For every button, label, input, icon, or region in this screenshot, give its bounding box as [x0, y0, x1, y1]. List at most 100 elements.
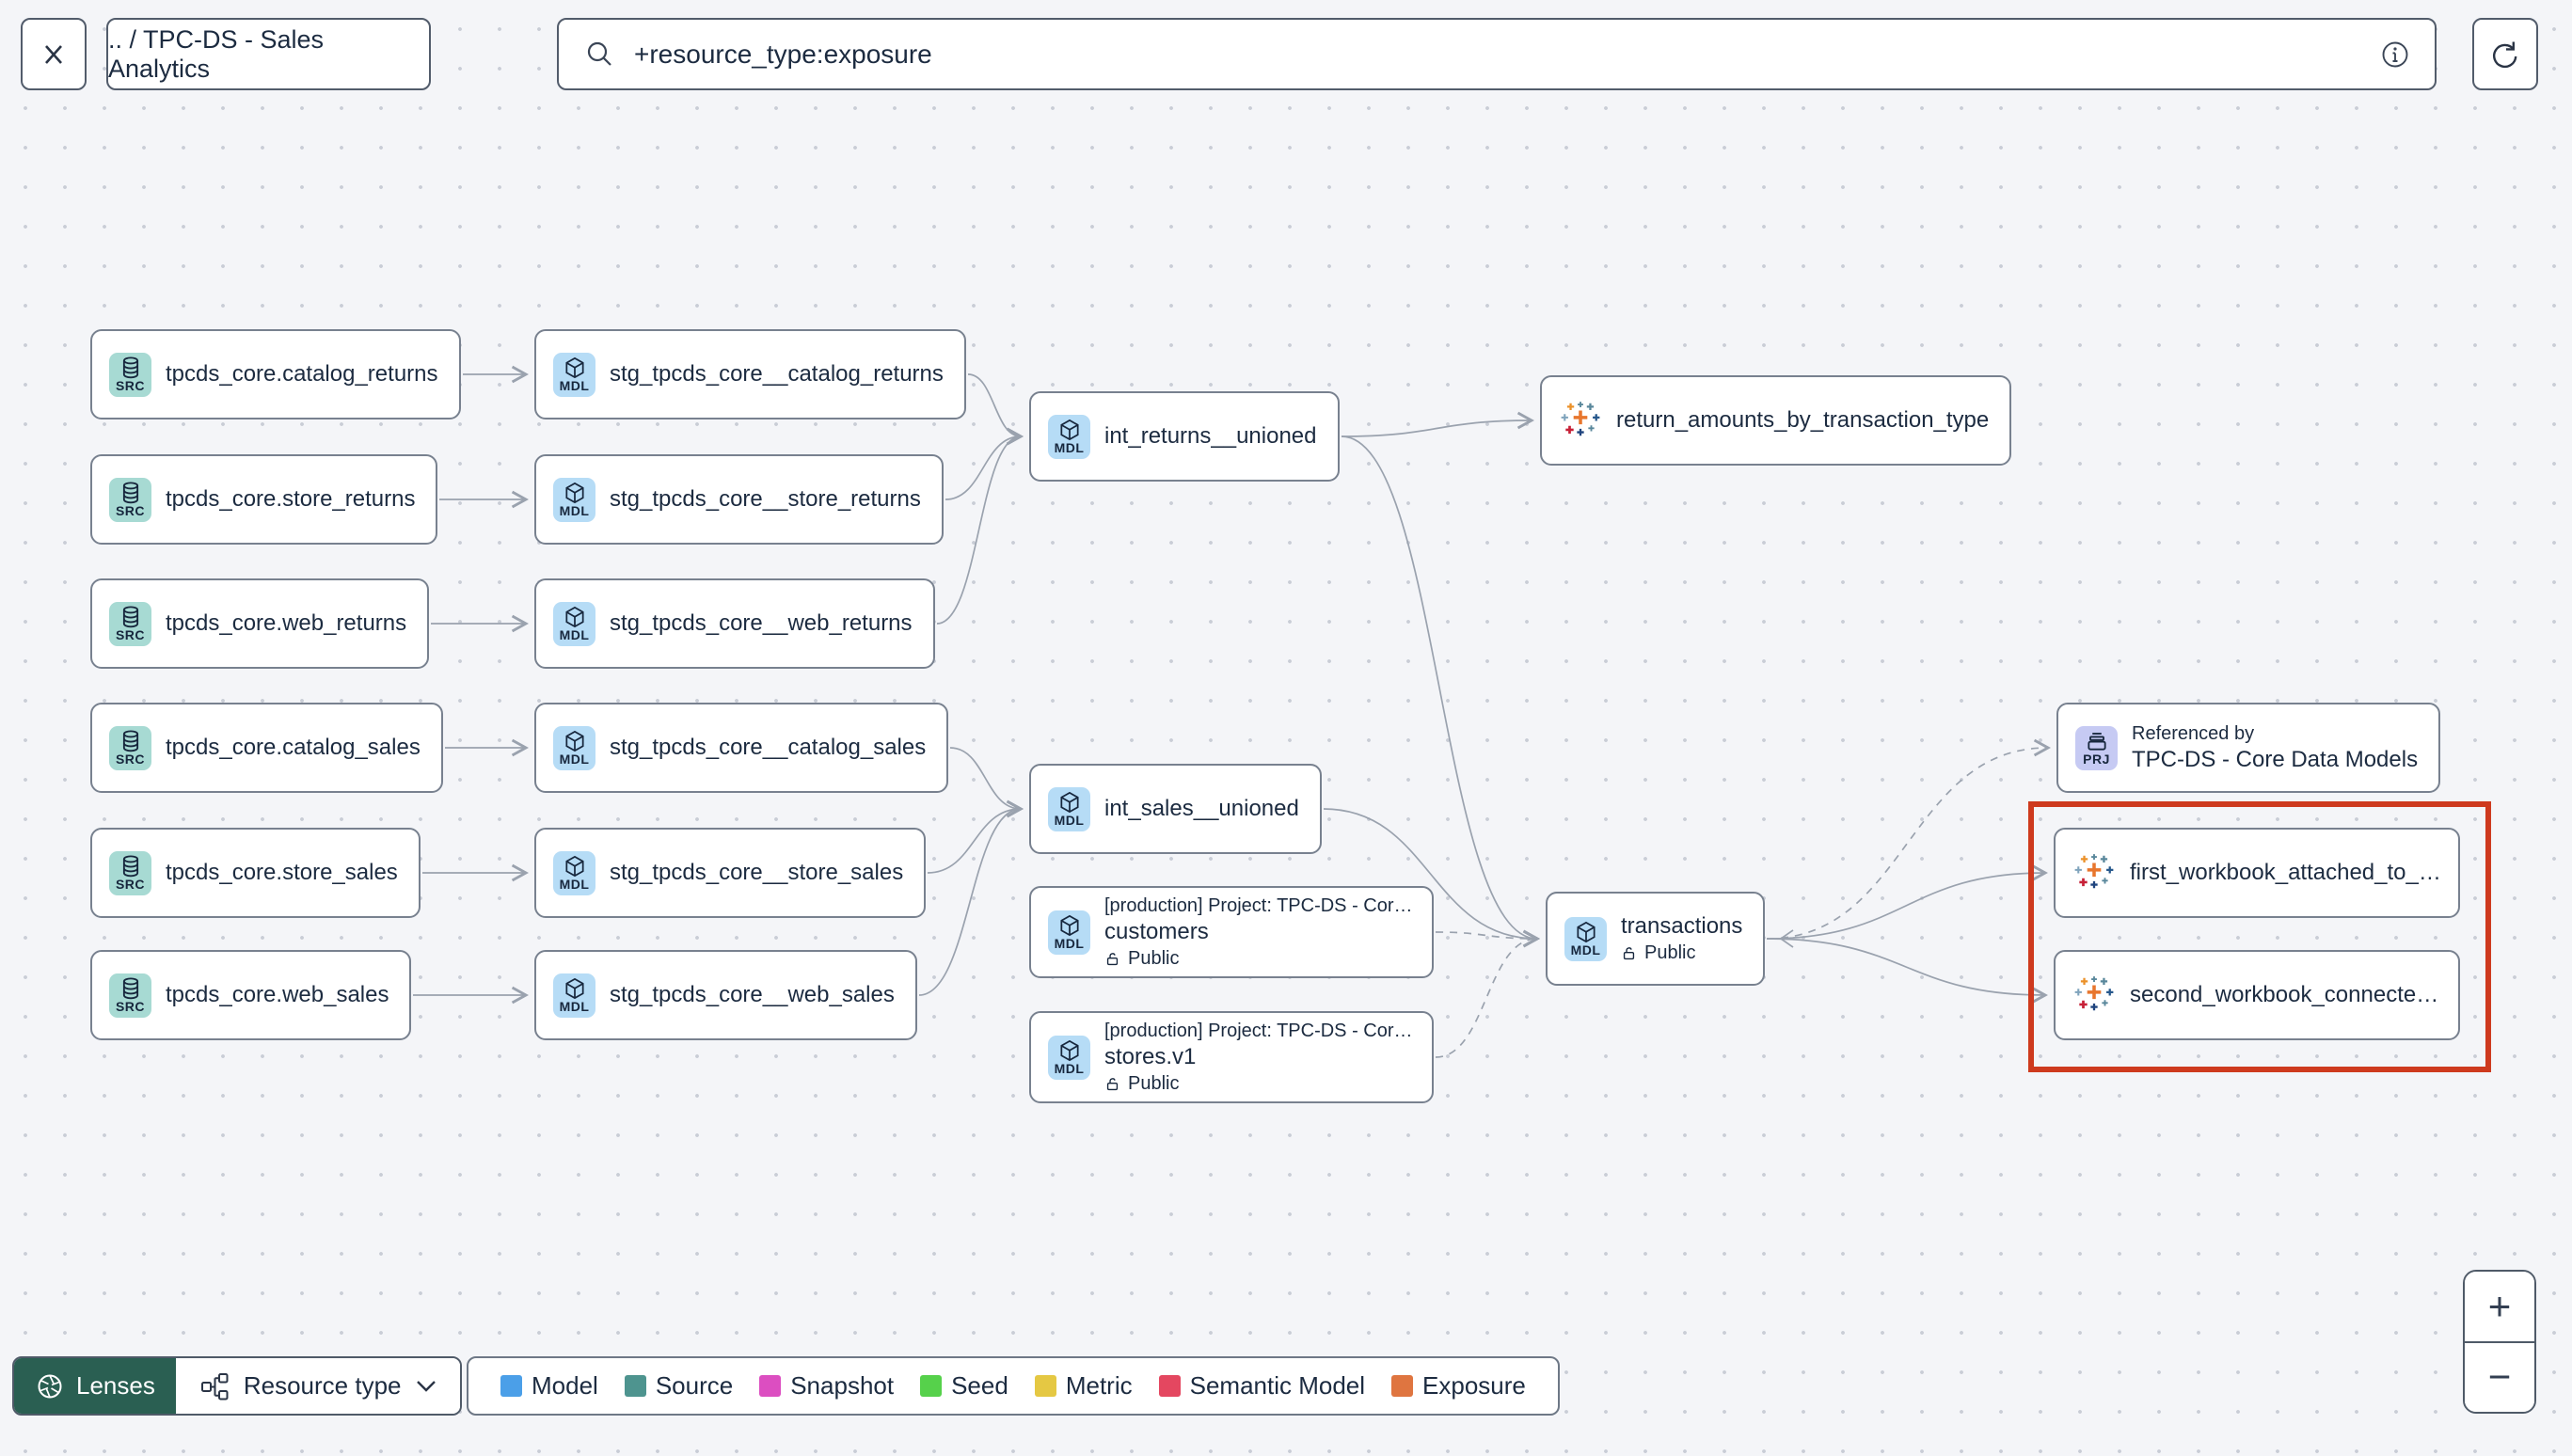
archive-box-icon: PRJ: [2075, 725, 2118, 770]
node-label: first_workbook_attached_to_tpc-ds_-_…: [2130, 860, 2441, 885]
graph-node-src_web_returns[interactable]: SRC tpcds_core.web_returns: [90, 578, 430, 669]
legend-item-model: Model: [500, 1371, 598, 1401]
search-input[interactable]: +resource_type:exposure: [557, 18, 2437, 90]
cube-icon: MDL: [553, 352, 595, 397]
edge-stg_store_sales-to-int_sales: [927, 799, 1024, 874]
badge-label: MDL: [559, 378, 590, 393]
legend-swatch: [759, 1375, 782, 1397]
cube-icon: MDL: [553, 850, 595, 895]
graph-node-stg_catalog_returns[interactable]: MDL stg_tpcds_core__catalog_returns: [534, 329, 966, 419]
resource-type-dropdown[interactable]: Resource type: [175, 1358, 460, 1414]
graph-node-stores[interactable]: MDL[production] Project: TPC-DS - Core D…: [1029, 1011, 1434, 1103]
refresh-icon: [2493, 41, 2517, 68]
node-label: tpcds_core.store_sales: [166, 860, 398, 885]
aperture-icon: [38, 1374, 62, 1398]
node-label: customers: [1104, 919, 1209, 944]
graph-node-src_store_sales[interactable]: SRC tpcds_core.store_sales: [90, 828, 421, 918]
cube-icon: MDL: [1048, 910, 1090, 955]
edge-stg_web_returns-to-int_returns: [936, 427, 1024, 625]
graph-node-src_catalog_sales[interactable]: SRC tpcds_core.catalog_sales: [90, 703, 443, 793]
badge-label: MDL: [1570, 942, 1601, 957]
zoom-in-button[interactable]: +: [2465, 1272, 2534, 1341]
edge-int_returns-to-transactions: [1341, 435, 1540, 948]
lock-open-icon: [1106, 1077, 1119, 1090]
node-visibility: Public: [1104, 946, 1415, 971]
breadcrumb-label: .. / TPC-DS - Sales Analytics: [108, 24, 325, 83]
node-label: return_amounts_by_transaction_type: [1616, 407, 1990, 433]
legend-label: Exposure: [1422, 1371, 1526, 1400]
hierarchy-icon: [200, 1372, 229, 1400]
graph-node-wb1[interactable]: first_workbook_attached_to_tpc-ds_-_…: [2054, 828, 2460, 918]
graph-node-return_amounts[interactable]: return_amounts_by_transaction_type: [1540, 375, 2012, 466]
lenses-button[interactable]: Lenses: [14, 1358, 176, 1414]
legend-swatch: [1158, 1375, 1181, 1397]
x-icon: [45, 44, 62, 64]
node-label: tpcds_core.web_sales: [166, 982, 389, 1007]
node-label: tpcds_core.web_returns: [166, 610, 407, 636]
node-label: tpcds_core.catalog_returns: [166, 361, 438, 387]
breadcrumb[interactable]: .. / TPC-DS - Sales Analytics: [106, 18, 431, 90]
legend-swatch: [624, 1375, 646, 1397]
database-icon: SRC: [109, 850, 151, 895]
highlight-box: [2028, 801, 2491, 1072]
info-icon[interactable]: [2380, 40, 2410, 70]
badge-label: MDL: [559, 503, 590, 518]
cube-icon: MDL: [553, 477, 595, 522]
legend-item-metric: Metric: [1034, 1371, 1133, 1401]
badge-label: SRC: [115, 503, 146, 518]
node-label: stg_tpcds_core__store_returns: [610, 486, 921, 512]
graph-node-src_catalog_returns[interactable]: SRC tpcds_core.catalog_returns: [90, 329, 461, 419]
legend-swatch: [500, 1375, 522, 1397]
edge-customers-to-transactions: [1435, 929, 1540, 948]
legend-label: Seed: [951, 1371, 1008, 1400]
node-label: stg_tpcds_core__catalog_returns: [610, 361, 944, 387]
graph-node-wb2[interactable]: second_workbook_connected_to_live…: [2054, 950, 2460, 1040]
cube-icon: MDL: [553, 601, 595, 646]
refresh-button[interactable]: [2472, 18, 2538, 90]
graph-node-stg_store_returns[interactable]: MDL stg_tpcds_core__store_returns: [534, 454, 944, 545]
cube-icon: MDL: [1048, 786, 1090, 831]
node-label: tpcds_core.catalog_sales: [166, 735, 421, 760]
edge-transactions-to-wb2: [1766, 938, 2048, 1005]
node-label: stg_tpcds_core__catalog_sales: [610, 735, 927, 760]
graph-node-src_web_sales[interactable]: SRC tpcds_core.web_sales: [90, 950, 412, 1040]
node-project-line: [production] Project: TPC-DS - Core Data…: [1104, 895, 1415, 916]
zoom-out-button[interactable]: −: [2465, 1340, 2534, 1412]
edge-stg_catalog_sales-to-int_sales: [949, 747, 1024, 818]
database-icon: SRC: [109, 725, 151, 770]
node-label: transactions: [1621, 913, 1743, 939]
node-visibility: Public: [1621, 941, 1742, 965]
node-label: tpcds_core.store_returns: [166, 486, 416, 512]
legend-item-semantic-model: Semantic Model: [1158, 1371, 1365, 1401]
node-label: stg_tpcds_core__web_returns: [610, 610, 913, 636]
resource-type-label: Resource type: [243, 1371, 402, 1400]
close-button[interactable]: [21, 18, 87, 90]
badge-label: SRC: [115, 378, 146, 393]
badge-label: MDL: [559, 877, 590, 892]
graph-node-customers[interactable]: MDL [production] Project: TPC-DS - Core D…: [1029, 886, 1434, 978]
badge-label: SRC: [115, 999, 146, 1014]
legend-label: Source: [655, 1371, 734, 1400]
database-icon: SRC: [109, 477, 151, 522]
badge-label: SRC: [115, 627, 146, 642]
graph-node-src_store_returns[interactable]: SRC tpcds_core.store_returns: [90, 454, 438, 545]
graph-node-stg_web_returns[interactable]: MDL stg_tpcds_core__web_returns: [534, 578, 935, 669]
legend-swatch: [920, 1375, 943, 1397]
tableau-logo-icon: [2072, 973, 2116, 1017]
edge-int_returns-to-return_amounts: [1341, 411, 1534, 437]
database-icon: SRC: [109, 352, 151, 397]
badge-label: SRC: [115, 752, 146, 767]
cube-icon: MDL: [1564, 916, 1607, 961]
node-label: int_returns__unioned: [1104, 423, 1317, 449]
badge-label: MDL: [1054, 1061, 1085, 1076]
